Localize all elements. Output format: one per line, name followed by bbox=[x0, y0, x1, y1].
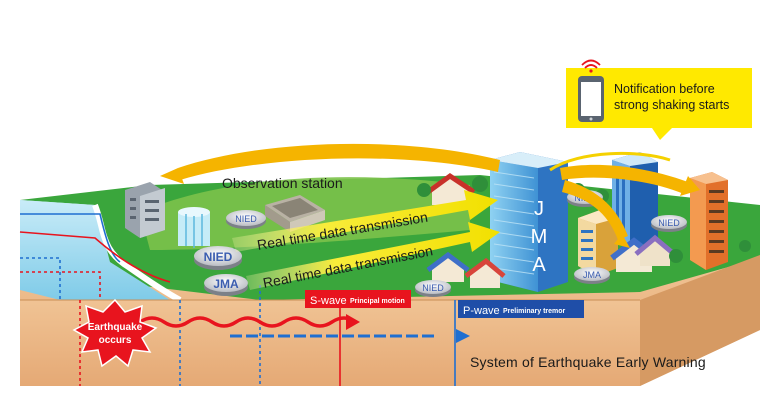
jma-tower: J M A bbox=[490, 152, 568, 292]
jma-letter-a: A bbox=[532, 254, 546, 276]
station-label: JMA bbox=[213, 277, 239, 291]
signal-icon bbox=[581, 59, 601, 73]
building-icon bbox=[690, 172, 728, 270]
s-wave-tag: S-wave Principal motion bbox=[305, 290, 411, 308]
house-icon bbox=[464, 257, 506, 288]
station-label: JMA bbox=[583, 270, 601, 280]
earthquake-label-line1: Earthquake bbox=[88, 322, 143, 333]
jma-letter-j: J bbox=[534, 198, 544, 220]
tank-icon bbox=[178, 207, 210, 248]
notification-text-line1: Notification before bbox=[614, 82, 715, 96]
s-wave-line bbox=[139, 316, 357, 328]
broadcast-arrows bbox=[160, 143, 700, 248]
station-jma-2: JMA bbox=[574, 267, 610, 284]
station-nied-2: NIED bbox=[194, 246, 242, 270]
house-icon bbox=[634, 234, 676, 266]
building-icon bbox=[125, 182, 165, 238]
station-label: NIED bbox=[235, 214, 257, 224]
smartphone-icon bbox=[578, 76, 604, 122]
building-icon bbox=[265, 195, 325, 232]
p-wave-tag: P-wave Preliminary tremor bbox=[458, 300, 584, 318]
station-label: NIED bbox=[658, 218, 680, 228]
observation-station-label: Observation station bbox=[222, 175, 343, 191]
station-nied-1: NIED bbox=[226, 210, 266, 229]
station-label: NIED bbox=[422, 283, 444, 293]
station-label: NIED bbox=[204, 250, 233, 264]
p-wave-arrowhead bbox=[456, 329, 470, 343]
station-jma-1: JMA bbox=[204, 274, 248, 296]
diagram-caption: System of Earthquake Early Warning bbox=[470, 354, 706, 370]
p-wave-label: P-wave bbox=[463, 305, 500, 317]
p-wave-sublabel: Preliminary tremor bbox=[503, 308, 566, 315]
station-nied-5: NIED bbox=[651, 215, 687, 232]
jma-letter-m: M bbox=[531, 226, 548, 248]
s-wave-arrowhead bbox=[346, 314, 360, 330]
s-wave-label: S-wave bbox=[310, 295, 347, 307]
burst-icon bbox=[72, 298, 158, 368]
notification-text-line2: strong shaking starts bbox=[614, 98, 729, 112]
house-icon bbox=[426, 172, 476, 205]
house-icon bbox=[426, 251, 470, 282]
notification-callout: Notification before strong shaking start… bbox=[566, 59, 752, 140]
s-wave-sublabel: Principal motion bbox=[350, 298, 405, 305]
station-nied-3: NIED bbox=[415, 280, 451, 297]
crust-lines bbox=[19, 213, 456, 386]
earthquake-label-line2: occurs bbox=[99, 335, 132, 346]
